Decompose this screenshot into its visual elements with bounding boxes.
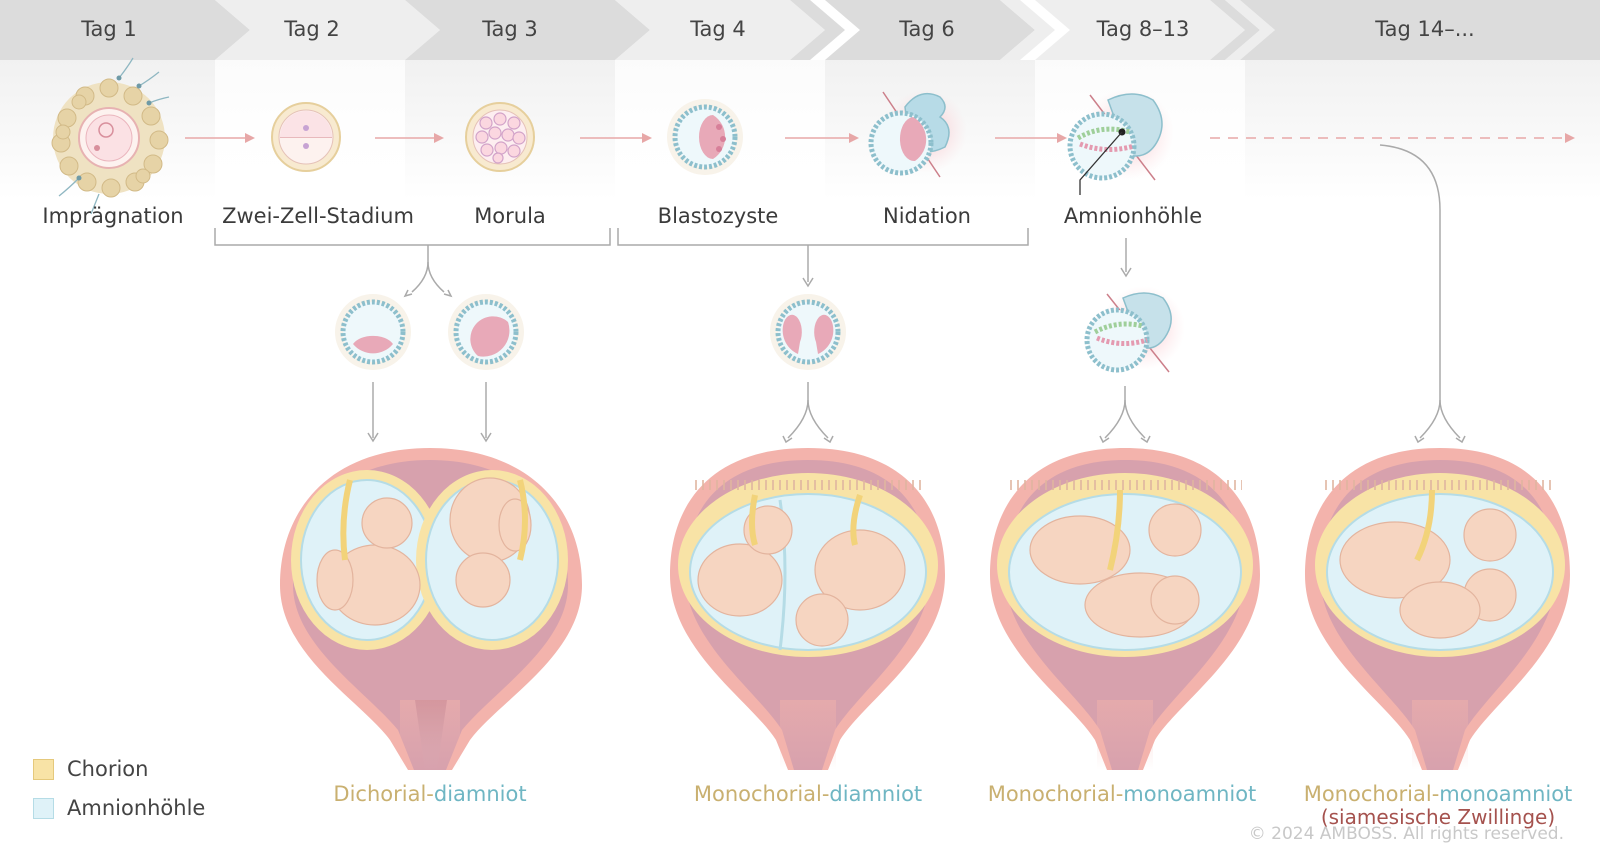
branch-arrows: [403, 144, 1441, 372]
chorion-type: Monochorial: [987, 782, 1116, 806]
amnion-type: monoamniot: [1439, 782, 1573, 806]
uterus-monochorial-diamniot: [670, 448, 945, 770]
stage-label: Blastozyste: [657, 204, 779, 228]
amnion-type: diamniot: [829, 782, 923, 806]
stage-arrows: [185, 133, 1575, 143]
legend-label: Amnionhöhle: [67, 796, 206, 820]
two-cell-stage-icon: [271, 102, 341, 172]
split-blastocyst-icon: [770, 294, 846, 370]
uterus-dichorial-diamniot: [280, 448, 582, 770]
blastocyst-icon: [667, 99, 743, 175]
split-blastocyst-icon: [335, 294, 411, 370]
timeline-day-label: Tag 1: [81, 17, 137, 41]
outcome-label: Monochorial-monoamniot: [1304, 782, 1573, 806]
outcome-separator: -: [1431, 782, 1440, 806]
timeline-day-label: Tag 6: [899, 17, 955, 41]
uterus-siamese-twins: [1305, 448, 1570, 770]
timeline-day-label: Tag 14–...: [1375, 17, 1475, 41]
split-amniotic-icon: [1084, 286, 1185, 373]
legend-label: Chorion: [67, 757, 149, 781]
amniotic-cavity-icon: [1067, 88, 1174, 195]
timeline-day-label: Tag 2: [284, 17, 340, 41]
outcome-separator: -: [821, 782, 830, 806]
siamese-note: (siamesische Zwillinge): [1320, 805, 1556, 829]
legend-item-amnion: Amnionhöhle: [33, 796, 205, 820]
morula-icon: [465, 102, 535, 172]
implantation-icon: [868, 89, 967, 178]
chorion-type: Dichorial: [333, 782, 427, 806]
chorion-type: Monochorial: [1303, 782, 1432, 806]
amnion-type: monoamniot: [1123, 782, 1257, 806]
chorion-swatch: [33, 758, 54, 780]
stage-label: Zwei-Zell-Stadium: [222, 204, 414, 228]
timeline-band: [0, 0, 1600, 60]
uterus-arrows: [367, 372, 1466, 444]
outcome-separator: -: [1115, 782, 1124, 806]
stage-label: Morula: [474, 204, 546, 228]
outcome-label: Monochorial-diamniot: [694, 782, 922, 806]
timeline-day-label: Tag 4: [690, 17, 746, 41]
stage-label: Nidation: [883, 204, 971, 228]
fertilization-icon: [51, 57, 170, 215]
split-blastocyst-icon: [448, 294, 524, 370]
copyright-notice: © 2024 AMBOSS. All rights reserved.: [1248, 824, 1564, 844]
outcome-label: Monochorial-monoamniot: [988, 782, 1257, 806]
outcome-separator: -: [426, 782, 434, 806]
timeline-columns: [0, 60, 1600, 200]
timeline-day-label: Tag 3: [482, 17, 538, 41]
stage-label: Amnionhöhle: [1063, 204, 1203, 228]
stage-label: Imprägnation: [42, 204, 184, 228]
chorion-type: Monochorial: [693, 782, 822, 806]
amnion-type: diamniot: [433, 782, 527, 806]
amnion-swatch: [33, 797, 54, 819]
outcome-label: Dichorial-diamniot: [333, 782, 526, 806]
timeline-day-label: Tag 8–13: [1096, 17, 1190, 41]
uterus-monochorial-monoamniot: [990, 448, 1260, 770]
legend-item-chorion: Chorion: [33, 757, 148, 781]
stage-brackets: [214, 228, 1029, 246]
